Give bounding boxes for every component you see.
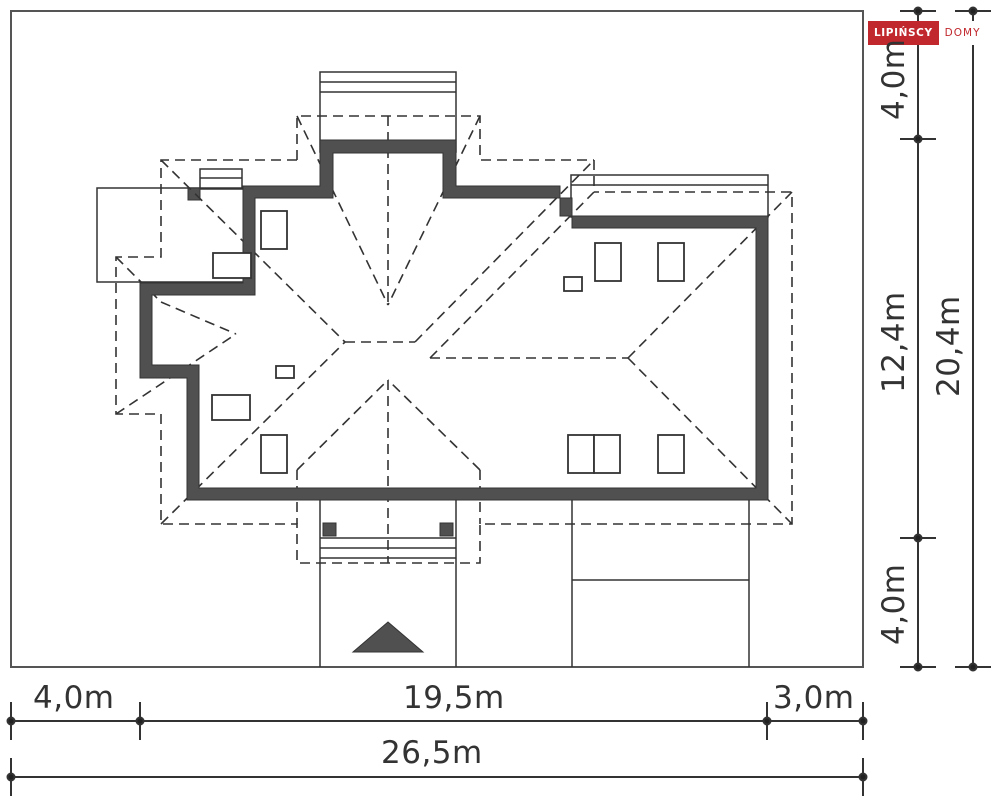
roof-windows	[211, 210, 685, 474]
logo-brand: LIPIŃSCY	[868, 21, 939, 45]
dim-top-setback: 4,0m	[876, 38, 912, 121]
garage-driveway	[571, 500, 750, 667]
dim-bottom-setback: 4,0m	[876, 563, 912, 646]
vertical-dimension-lines	[900, 6, 991, 672]
brand-logo: LIPIŃSCY DOMY	[868, 21, 987, 45]
dim-total-depth: 20,4m	[931, 295, 967, 397]
dim-left-setback: 4,0m	[33, 680, 115, 716]
horizontal-dimension-lines	[6, 702, 868, 796]
dim-building-depth: 12,4m	[876, 291, 912, 393]
post-icon-left	[322, 522, 337, 537]
dim-building-width: 19,5m	[403, 680, 505, 716]
logo-sub: DOMY	[938, 21, 987, 45]
dim-right-setback: 3,0m	[773, 680, 855, 716]
exterior-walls	[139, 139, 769, 501]
plot-boundary	[10, 10, 864, 668]
post-icon-right	[439, 522, 454, 537]
dim-total-width: 26,5m	[381, 735, 483, 771]
entrance-arrow-icon	[351, 621, 425, 653]
chimney-icon	[187, 187, 201, 201]
terrace-strip	[570, 174, 769, 218]
chimney-box	[199, 168, 243, 190]
